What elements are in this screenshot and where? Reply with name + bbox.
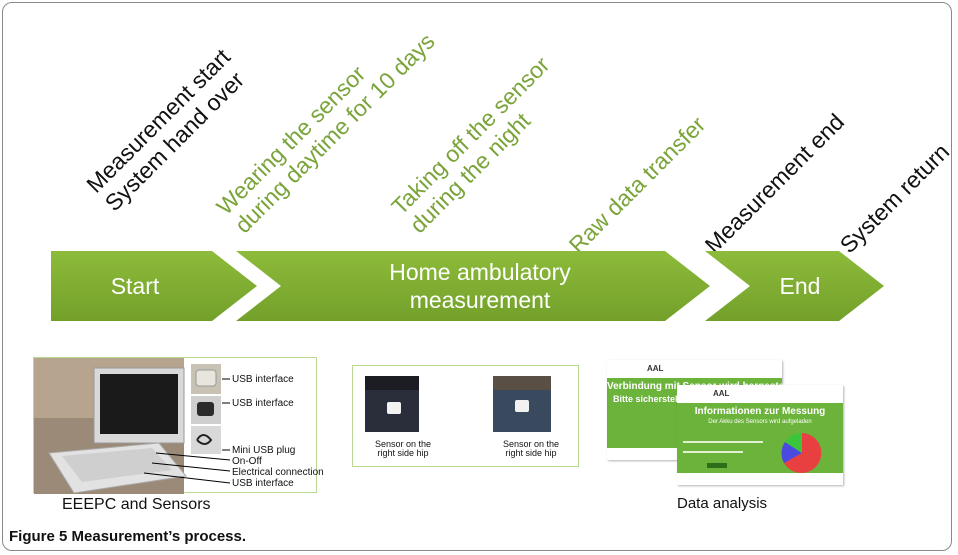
aal-logo-2: AAL xyxy=(713,389,730,398)
eeepc-panel: USB interface USB interface Mini USB plu… xyxy=(33,357,324,494)
eeepc-caption: EEEPC and Sensors xyxy=(62,496,211,513)
laptop-photo xyxy=(34,358,231,494)
data-analysis-caption: Data analysis xyxy=(677,495,768,512)
figure-caption: Figure 5 Measurement’s process. xyxy=(9,528,247,545)
pie-chart xyxy=(683,432,822,473)
eeepc-label-mini-usb: Mini USB plug xyxy=(232,445,296,456)
screen2-title-line1: Informationen zur Messung xyxy=(694,406,826,417)
start-label: Start xyxy=(110,273,160,299)
end-arrow xyxy=(705,251,884,321)
home-label: Home ambulatory measurement xyxy=(389,259,571,313)
screen1-title-line2: Bitte sicherstellen, d xyxy=(613,394,702,404)
eeepc-label-usb-2: USB interface xyxy=(232,398,294,409)
eeepc-label-usb-3: USB interface xyxy=(232,478,294,489)
sensor-left-label: Sensor on the right side hip xyxy=(375,439,432,458)
screen-information: AAL Informationen zur Messung Der Akku d… xyxy=(677,385,843,485)
sensor-panel: Sensor on the right side hip Sensor on t… xyxy=(352,365,579,467)
eeepc-label-usb-1: USB interface xyxy=(232,374,294,385)
eeepc-label-on-off: On-Off xyxy=(232,456,262,467)
start-arrow xyxy=(51,251,257,321)
home-arrow xyxy=(236,251,710,321)
sensor-right-label: Sensor on the right side hip xyxy=(503,439,560,458)
end-label: End xyxy=(779,273,821,299)
sensor-photos xyxy=(365,376,551,432)
eeepc-label-electrical: Electrical connection xyxy=(232,467,324,478)
aal-logo: AAL xyxy=(647,364,664,373)
screen2-title-line2: Der Akku des Sensors wird aufgeladen xyxy=(708,419,812,425)
